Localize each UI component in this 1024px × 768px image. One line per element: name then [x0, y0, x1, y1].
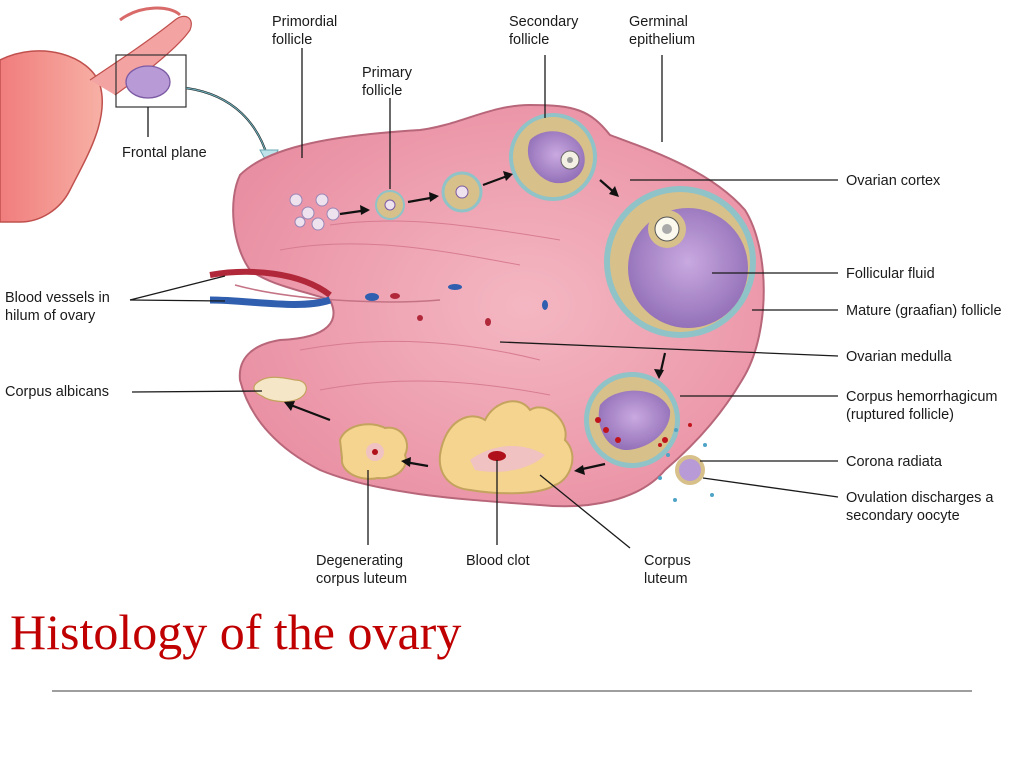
ovulated-oocyte [658, 423, 714, 502]
label-ovarian-medulla: Ovarian medulla [846, 349, 953, 365]
secondary-follicle [509, 113, 597, 201]
label-corpus-hemorrhagicum: Corpus hemorrhagicum(ruptured follicle) [846, 389, 998, 423]
leader-lines [129, 48, 839, 549]
label-corpus-albicans: Corpus albicans [5, 384, 109, 400]
mature-follicle [604, 186, 756, 338]
ovary-section [209, 103, 765, 508]
primordial-follicles [289, 193, 340, 231]
corpus-hemorrhagicum [584, 372, 680, 468]
degenerating-corpus-luteum [338, 423, 408, 480]
title-divider [52, 690, 972, 692]
corpus-albicans [253, 376, 307, 403]
vessel-red [209, 268, 332, 298]
uterus-inset [0, 6, 279, 223]
label-blood-clot: Blood clot [466, 553, 530, 569]
vessel-blue [209, 296, 332, 308]
label-follicular-fluid: Follicular fluid [846, 266, 935, 282]
label-frontal-plane: Frontal plane [122, 145, 207, 161]
label-mature-follicle: Mature (graafian) follicle [846, 303, 1002, 319]
label-corona-radiata: Corona radiata [846, 454, 943, 470]
corpus-luteum [438, 400, 574, 495]
label-ovarian-cortex: Ovarian cortex [846, 173, 941, 189]
slide-title: Histology of the ovary [10, 604, 462, 660]
